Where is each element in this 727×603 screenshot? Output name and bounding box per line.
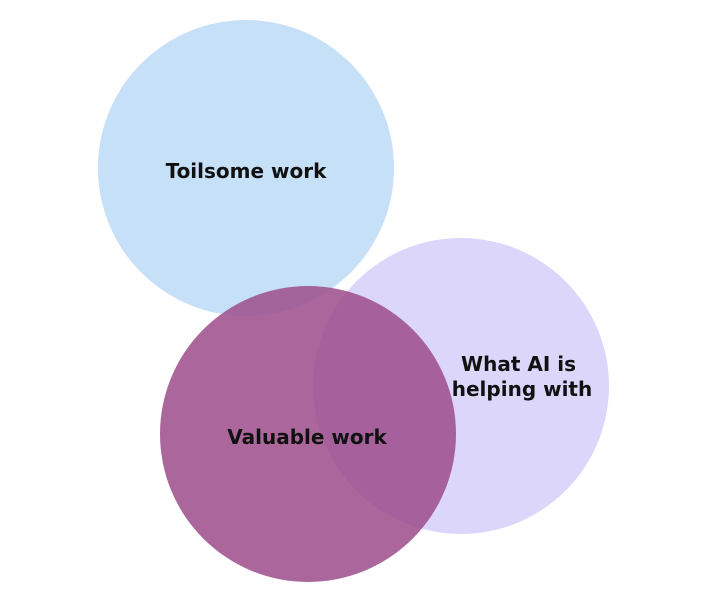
ai-helping-label-line-1: What AI is <box>461 352 576 376</box>
toilsome-work-label: Toilsome work <box>166 159 328 183</box>
valuable-work-label: Valuable work <box>227 425 387 449</box>
toilsome-work-circle <box>98 20 394 316</box>
ai-helping-label: What AI is helping with <box>452 352 592 401</box>
ai-helping-label-line-2: helping with <box>452 377 592 401</box>
valuable-work-circle <box>160 286 456 582</box>
